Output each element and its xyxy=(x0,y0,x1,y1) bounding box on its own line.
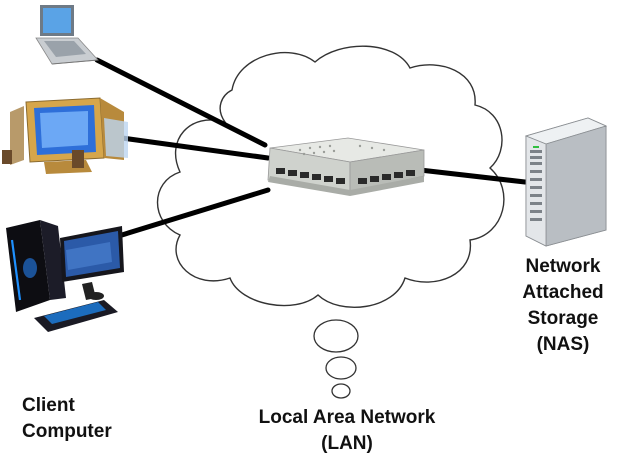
nas-label-line-1: Network xyxy=(525,256,601,277)
client-label-line-1: Client xyxy=(22,395,75,416)
cable-laptop xyxy=(94,57,268,148)
lan-label-line-2: (LAN) xyxy=(321,433,373,454)
laptop-icon xyxy=(35,5,99,65)
cables xyxy=(94,57,528,241)
nas-label-line-3: Storage xyxy=(527,308,599,329)
client-label-line-2: Computer xyxy=(22,421,112,442)
network-switch-icon xyxy=(267,137,425,196)
cable-gaming xyxy=(109,187,271,241)
client-computer-label: Client Computer xyxy=(22,393,112,445)
lan-label: Local Area Network (LAN) xyxy=(232,405,462,457)
lan-label-line-1: Local Area Network xyxy=(258,407,436,428)
nas-label: Network Attached Storage (NAS) xyxy=(508,254,618,358)
nas-label-line-4: (NAS) xyxy=(536,334,590,355)
lan-cloud xyxy=(156,45,505,399)
crt-desktop-computer-icon xyxy=(2,97,128,174)
cable-crt xyxy=(119,135,271,161)
server-tower-icon xyxy=(524,117,608,247)
nas-label-line-2: Attached xyxy=(522,282,604,303)
desktop-tower-monitor-icon xyxy=(6,220,124,332)
cable-nas xyxy=(417,167,528,185)
